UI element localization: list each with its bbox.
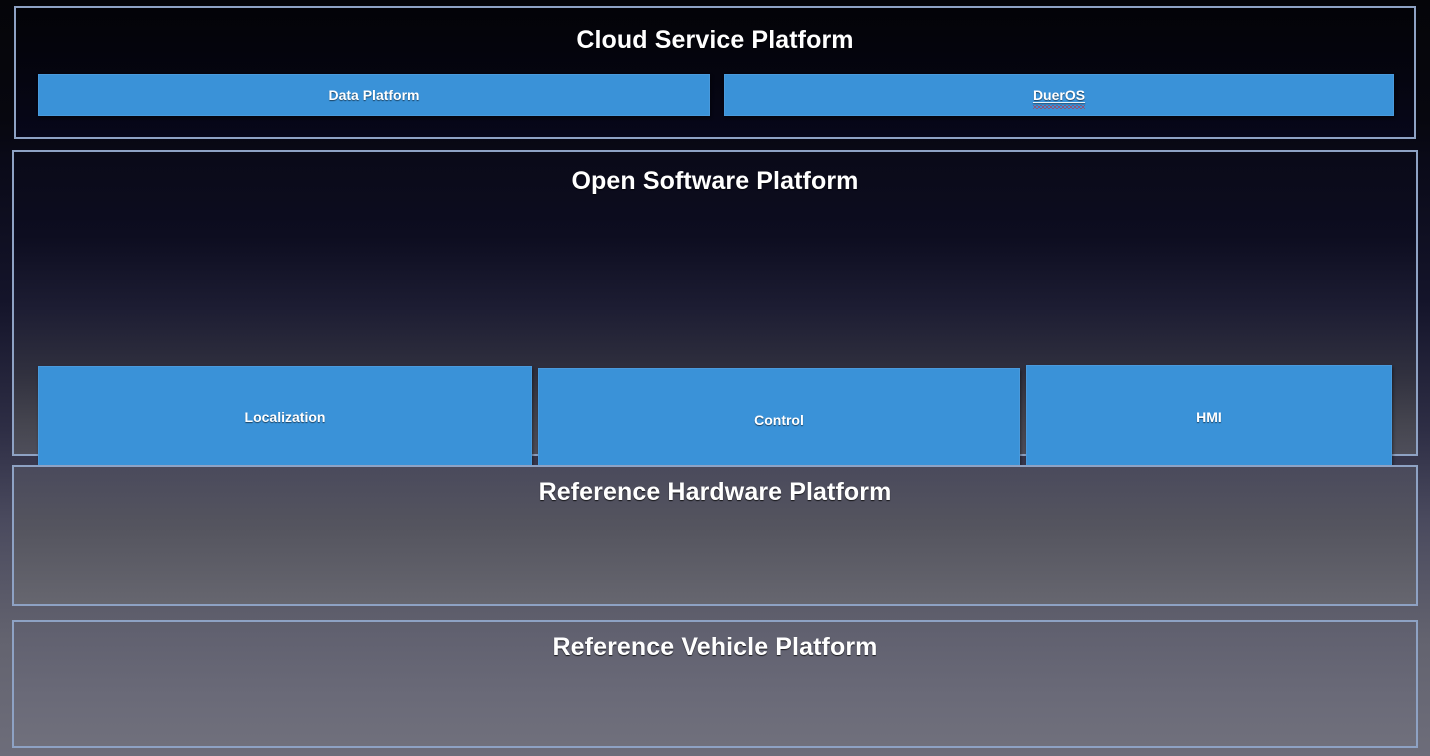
layer-panel-reference-vehicle-platform: Reference Vehicle Platform Drive-by-wire… [12, 620, 1418, 748]
layer-title-cloud-service-platform: Cloud Service Platform [576, 26, 854, 54]
layer-panel-reference-hardware-platform: Reference Hardware Platform Computing Un… [12, 465, 1418, 606]
layer-title-open-software-platform: Open Software Platform [571, 167, 859, 195]
component-label-hmi: HMI [1196, 409, 1222, 425]
layer-title-reference-vehicle-platform: Reference Vehicle Platform [552, 633, 878, 661]
component-box-control[interactable]: Control [538, 368, 1020, 471]
component-box-data-platform[interactable]: Data Platform [38, 74, 710, 116]
layer-panel-cloud-service-platform: Cloud Service Platform Data Platform Due… [14, 6, 1416, 139]
layer-title-reference-hardware-platform: Reference Hardware Platform [538, 478, 892, 506]
component-label-control: Control [754, 411, 804, 428]
component-box-hmi[interactable]: HMI [1026, 365, 1392, 469]
component-box-dueros[interactable]: DuerOS [724, 74, 1394, 116]
component-label-dueros: DuerOS [1032, 87, 1086, 109]
component-label-localization: Localization [244, 408, 326, 425]
component-box-localization[interactable]: Localization [38, 366, 532, 467]
layer-panel-open-software-platform: Open Software Platform Localization Cont… [12, 150, 1418, 585]
component-label-data-platform: Data Platform [328, 87, 420, 103]
